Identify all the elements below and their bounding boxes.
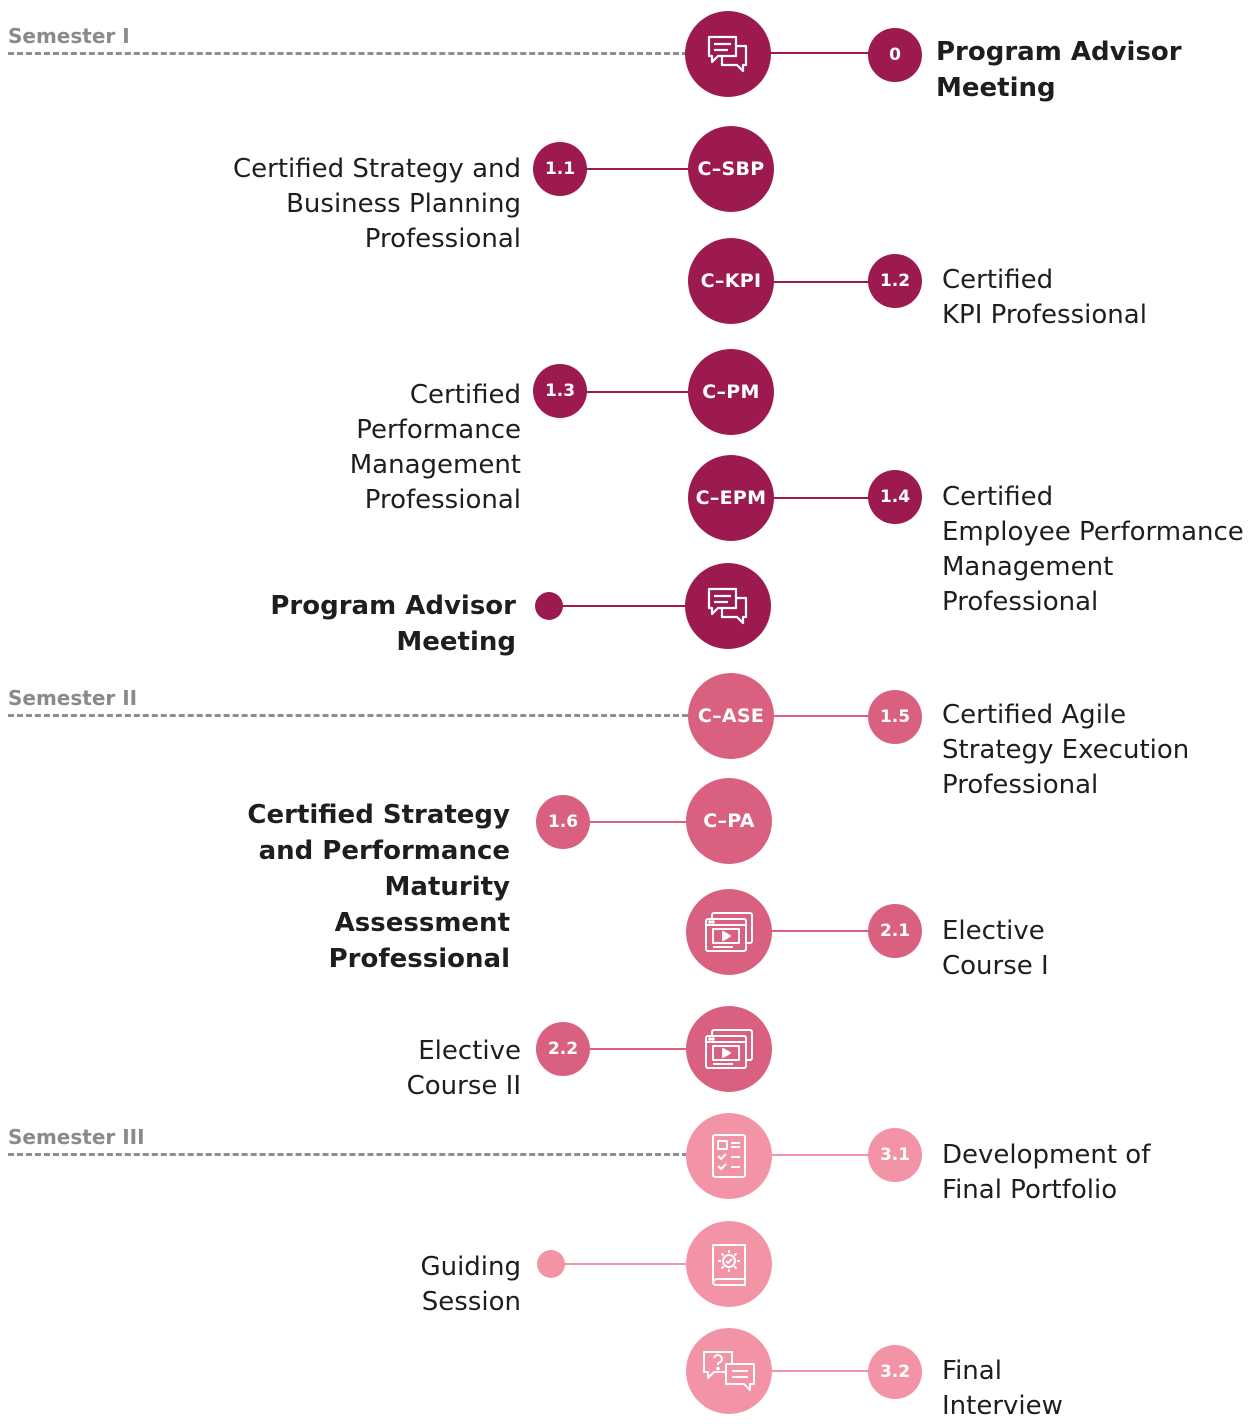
gear-book-icon	[712, 1244, 746, 1287]
step-number-badge: 1.5	[868, 690, 922, 744]
connector-line	[552, 605, 692, 607]
step-number-badge: 3.1	[868, 1128, 922, 1182]
connector-line	[770, 52, 880, 54]
connector-line	[770, 715, 880, 717]
semester-2-divider	[8, 714, 688, 717]
connector-line	[575, 821, 690, 823]
video-course-icon	[705, 1029, 753, 1069]
connector-line	[770, 497, 880, 499]
connector-line	[770, 281, 880, 283]
elective-course-2-node	[686, 1006, 772, 1092]
semester-1-label: Semester I	[8, 24, 130, 48]
step-number-badge: 2.1	[868, 904, 922, 958]
final-interview-node	[686, 1328, 772, 1414]
chat-bubbles-icon	[707, 587, 748, 625]
connector-line	[570, 391, 690, 393]
connector-line	[770, 1154, 880, 1156]
step-title: Certified Employee Performance Managemen…	[942, 482, 1244, 617]
step-title: Certified Strategy and Business Planning…	[233, 154, 521, 254]
semester-1-divider	[8, 52, 688, 55]
step-number-badge: 0	[868, 28, 922, 82]
elective-course-1-node	[686, 889, 772, 975]
step-title: Certified Strategy and Performance Matur…	[247, 800, 510, 974]
checklist-icon	[712, 1134, 746, 1178]
course-node-cepm: C–EPM	[688, 455, 774, 541]
chat-bubbles-icon	[707, 35, 748, 73]
course-node-case: C–ASE	[688, 673, 774, 759]
step-number-badge: 3.2	[868, 1345, 922, 1399]
final-portfolio-node	[686, 1113, 772, 1199]
step-title: Certified KPI Professional	[942, 265, 1147, 330]
connector-line	[552, 1263, 692, 1265]
guiding-session-node	[686, 1221, 772, 1307]
step-number-badge: 1.3	[533, 364, 587, 418]
step-title: Guiding Session	[420, 1252, 521, 1317]
timeline-dot	[535, 592, 563, 620]
question-chat-icon	[703, 1351, 755, 1391]
meeting-mid-node	[685, 563, 771, 649]
step-title: Program Advisor Meeting	[936, 37, 1182, 103]
meeting-top-node	[685, 11, 771, 97]
video-course-icon	[705, 912, 753, 952]
step-title: Certified Performance Management Profess…	[349, 380, 521, 515]
semester-2-label: Semester II	[8, 686, 138, 710]
step-title: Program Advisor Meeting	[270, 591, 516, 657]
connector-line	[770, 930, 880, 932]
course-node-csbp: C–SBP	[688, 126, 774, 212]
connector-line	[770, 1370, 880, 1372]
step-title: Elective Course I	[942, 916, 1049, 981]
step-number-badge: 1.6	[536, 795, 590, 849]
connector-line	[570, 168, 690, 170]
course-node-ckpi: C–KPI	[688, 238, 774, 324]
step-title: Development of Final Portfolio	[942, 1140, 1151, 1205]
step-number-badge: 1.1	[533, 142, 587, 196]
step-number-badge: 1.2	[868, 254, 922, 308]
course-node-cpa: C–PA	[686, 778, 772, 864]
timeline-dot	[537, 1250, 565, 1278]
step-title: Certified Agile Strategy Execution Profe…	[942, 700, 1190, 800]
step-title: Final Interview	[942, 1356, 1063, 1421]
course-node-cpm: C–PM	[688, 349, 774, 435]
step-number-badge: 2.2	[536, 1022, 590, 1076]
step-number-badge: 1.4	[868, 470, 922, 524]
step-title: Elective Course II	[406, 1036, 521, 1101]
semester-3-label: Semester III	[8, 1125, 145, 1149]
semester-3-divider	[8, 1153, 688, 1156]
connector-line	[575, 1048, 690, 1050]
